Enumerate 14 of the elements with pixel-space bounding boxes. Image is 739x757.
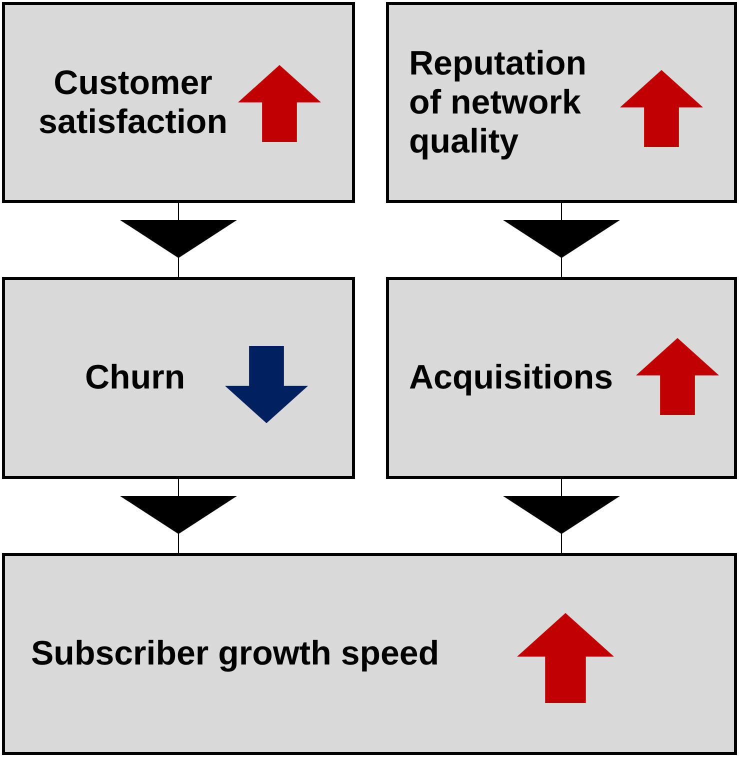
box-label: Reputation of network quality [409,44,588,161]
process-box [386,2,737,203]
process-box [2,277,355,479]
arrow [120,202,237,278]
box-label: Acquisitions [409,358,614,398]
process-box [386,277,737,479]
arrow [503,202,620,278]
arrow [120,478,237,554]
process-box [2,553,737,755]
box-label: Customer satisfaction [38,64,228,142]
arrow [503,478,620,554]
box-label: Churn [85,358,186,398]
process-box [2,2,355,203]
box-label: Subscriber growth speed [31,634,440,674]
